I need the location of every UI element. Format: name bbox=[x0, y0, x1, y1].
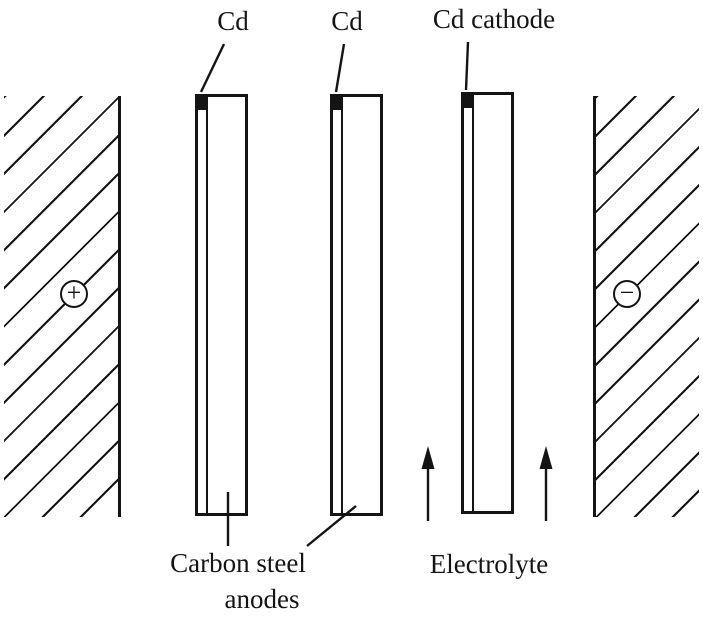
plate-1 bbox=[195, 94, 248, 516]
cd-label-2: Cd bbox=[331, 6, 363, 36]
cd-marker-3 bbox=[464, 95, 472, 108]
arrow-head-icon bbox=[421, 446, 435, 469]
electrolyte-label: Electrolyte bbox=[429, 549, 549, 579]
electrolyte-arrow-1 bbox=[421, 446, 435, 521]
cd-strip-2 bbox=[341, 97, 343, 513]
negative-electrode-wall bbox=[593, 96, 699, 517]
leader-line-cd-2 bbox=[334, 43, 346, 93]
plate-3 bbox=[461, 92, 514, 514]
cd-marker-1 bbox=[198, 97, 206, 110]
carbon-steel-label: Carbon steel bbox=[170, 548, 306, 578]
leader-line-cd-1 bbox=[199, 43, 226, 93]
anodes-label: anodes bbox=[224, 584, 300, 614]
electrolyte-arrow-2 bbox=[539, 446, 553, 521]
minus-sign: − bbox=[619, 278, 635, 307]
plus-sign: + bbox=[66, 278, 82, 307]
cd-cathode-label: Cd cathode bbox=[432, 4, 556, 34]
cd-label-1: Cd bbox=[217, 6, 249, 36]
cd-strip-3 bbox=[472, 95, 474, 511]
positive-electrode-wall bbox=[4, 96, 121, 517]
leader-line-cd-cathode bbox=[464, 41, 470, 91]
arrow-head-icon bbox=[539, 446, 553, 469]
plus-terminal-symbol: + bbox=[60, 280, 88, 308]
plate-2 bbox=[330, 94, 383, 516]
cd-marker-2 bbox=[333, 97, 341, 110]
minus-terminal-symbol: − bbox=[613, 280, 641, 308]
cd-strip-1 bbox=[206, 97, 208, 513]
